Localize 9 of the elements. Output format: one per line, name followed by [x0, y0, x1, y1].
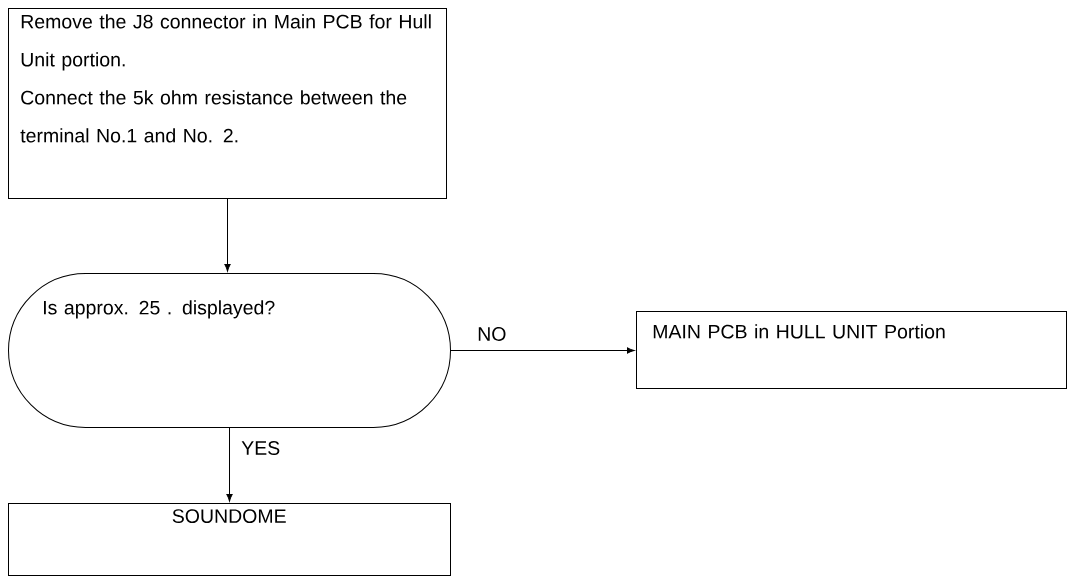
decision-terminal: Is approx. 25 . displayed? [8, 273, 451, 428]
process-box: Remove the J8 connector in Main PCB for Hull Unit portion. Connect the 5k ohm resistance between the terminal No.1 and No. 2. [8, 8, 447, 199]
edge-label: YES [240, 440, 282, 456]
arrow [226, 427, 233, 502]
edge-label: NO [476, 326, 508, 342]
arrow [224, 198, 231, 272]
arrow [450, 347, 635, 354]
process-box: MAIN PCB in HULL UNIT Portion [636, 311, 1067, 389]
process-box: SOUNDOME [8, 503, 451, 576]
